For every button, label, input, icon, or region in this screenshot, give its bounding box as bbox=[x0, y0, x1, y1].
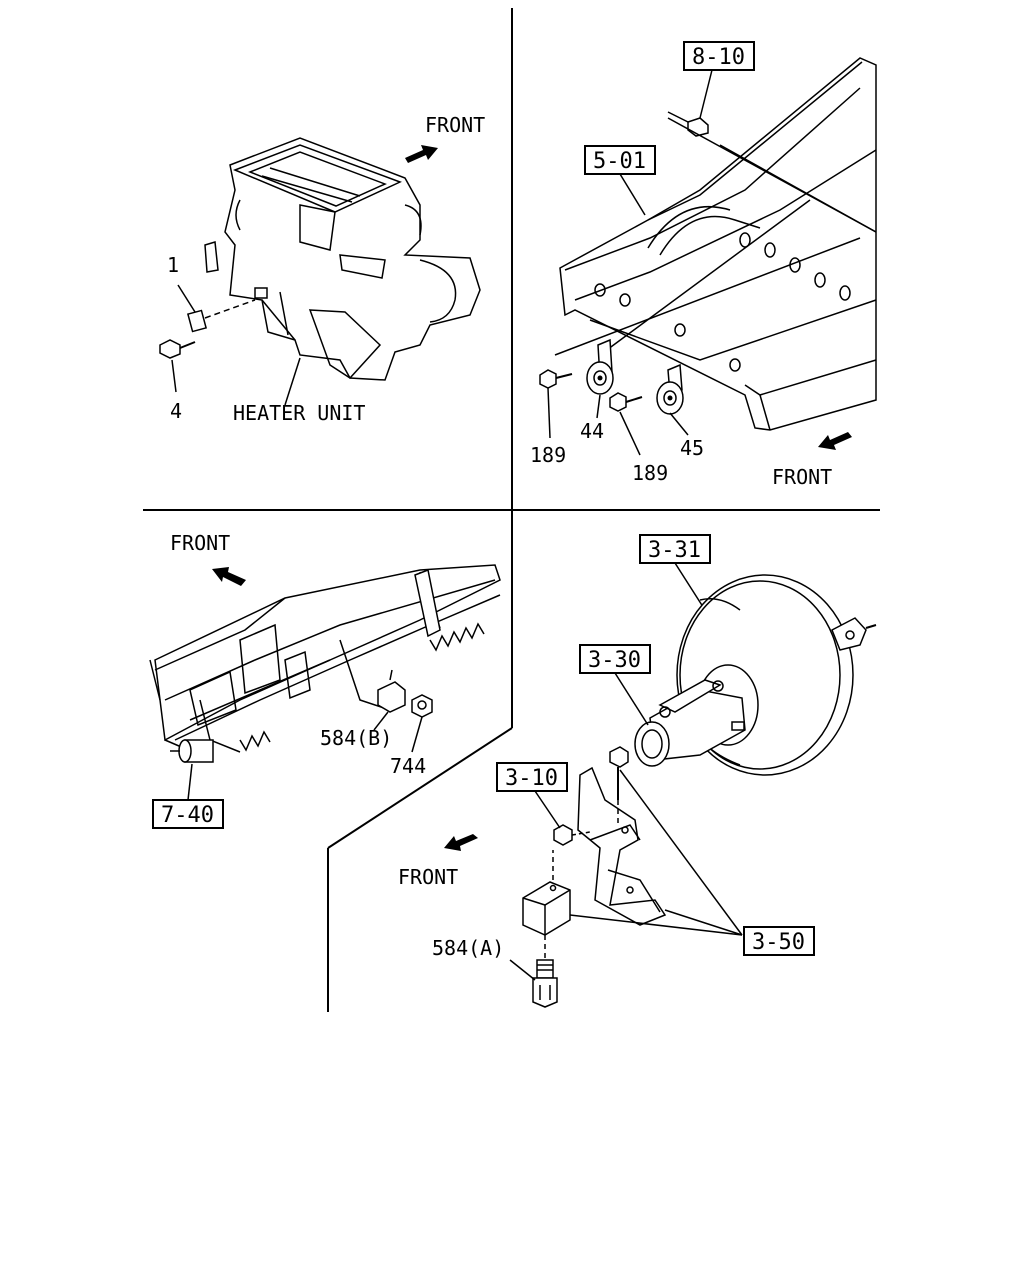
svg-text:3-31: 3-31 bbox=[648, 538, 701, 563]
front-arrow-icon bbox=[444, 834, 478, 851]
callout-44: 44 bbox=[580, 419, 604, 443]
bolt-3-50 bbox=[609, 746, 629, 825]
panel-dividers bbox=[143, 8, 880, 1012]
panel-brake-booster: 3-31 3-30 bbox=[398, 534, 877, 1008]
svg-text:8-10: 8-10 bbox=[692, 45, 745, 70]
nut-744 bbox=[411, 694, 433, 718]
callout-744: 744 bbox=[390, 754, 426, 778]
svg-text:5-01: 5-01 bbox=[593, 149, 646, 174]
horn-45 bbox=[656, 363, 684, 415]
panel-heater-unit: FRONT bbox=[159, 113, 485, 425]
ref-box-3-50: 3-50 bbox=[743, 926, 815, 956]
part-7-40 bbox=[170, 739, 214, 763]
clip-part bbox=[667, 111, 709, 137]
connector-part bbox=[186, 287, 268, 333]
bolt-189-b bbox=[609, 392, 643, 412]
callout-4: 4 bbox=[170, 399, 182, 423]
front-arrow-icon bbox=[212, 567, 246, 586]
front-arrow-icon bbox=[818, 432, 852, 450]
callout-189-a: 189 bbox=[530, 443, 566, 467]
front-arrow-icon bbox=[405, 145, 438, 163]
front-direction-label: FRONT bbox=[170, 531, 230, 555]
callout-45: 45 bbox=[680, 436, 704, 460]
svg-text:3-10: 3-10 bbox=[505, 766, 558, 791]
mounting-bracket bbox=[577, 766, 667, 926]
front-direction-label: FRONT bbox=[425, 113, 485, 137]
panel-dash-crossmember: FRONT bbox=[149, 531, 501, 829]
panel-frame-horns: 8-10 5-01 bbox=[530, 41, 877, 489]
front-direction-label: FRONT bbox=[772, 465, 832, 489]
pressure-switch-584a bbox=[532, 959, 558, 1008]
front-direction-label: FRONT bbox=[398, 865, 458, 889]
heater-unit-body bbox=[204, 137, 481, 381]
callout-1: 1 bbox=[167, 253, 179, 277]
ref-box-5-01: 5-01 bbox=[584, 145, 656, 175]
frame-rail bbox=[554, 57, 877, 431]
svg-text:3-50: 3-50 bbox=[752, 930, 805, 955]
heater-unit-label: HEATER UNIT bbox=[233, 401, 365, 425]
horn-44 bbox=[586, 338, 614, 395]
callout-584a: 584(A) bbox=[432, 936, 504, 960]
junction-block bbox=[522, 850, 571, 958]
callout-584b: 584(B) bbox=[320, 726, 392, 750]
ref-box-8-10: 8-10 bbox=[683, 41, 755, 71]
svg-text:7-40: 7-40 bbox=[161, 803, 214, 828]
callout-189-b: 189 bbox=[632, 461, 668, 485]
master-cylinder bbox=[634, 679, 746, 767]
ref-box-3-30: 3-30 bbox=[579, 644, 651, 674]
nut-3-10 bbox=[553, 824, 591, 846]
ref-box-3-31: 3-31 bbox=[639, 534, 711, 564]
ref-box-7-40: 7-40 bbox=[152, 799, 224, 829]
bolt-189-a bbox=[539, 369, 573, 389]
bolt-part bbox=[159, 339, 196, 359]
svg-text:3-30: 3-30 bbox=[588, 648, 641, 673]
sensor-584b bbox=[377, 669, 406, 713]
ref-box-3-10: 3-10 bbox=[496, 762, 568, 792]
